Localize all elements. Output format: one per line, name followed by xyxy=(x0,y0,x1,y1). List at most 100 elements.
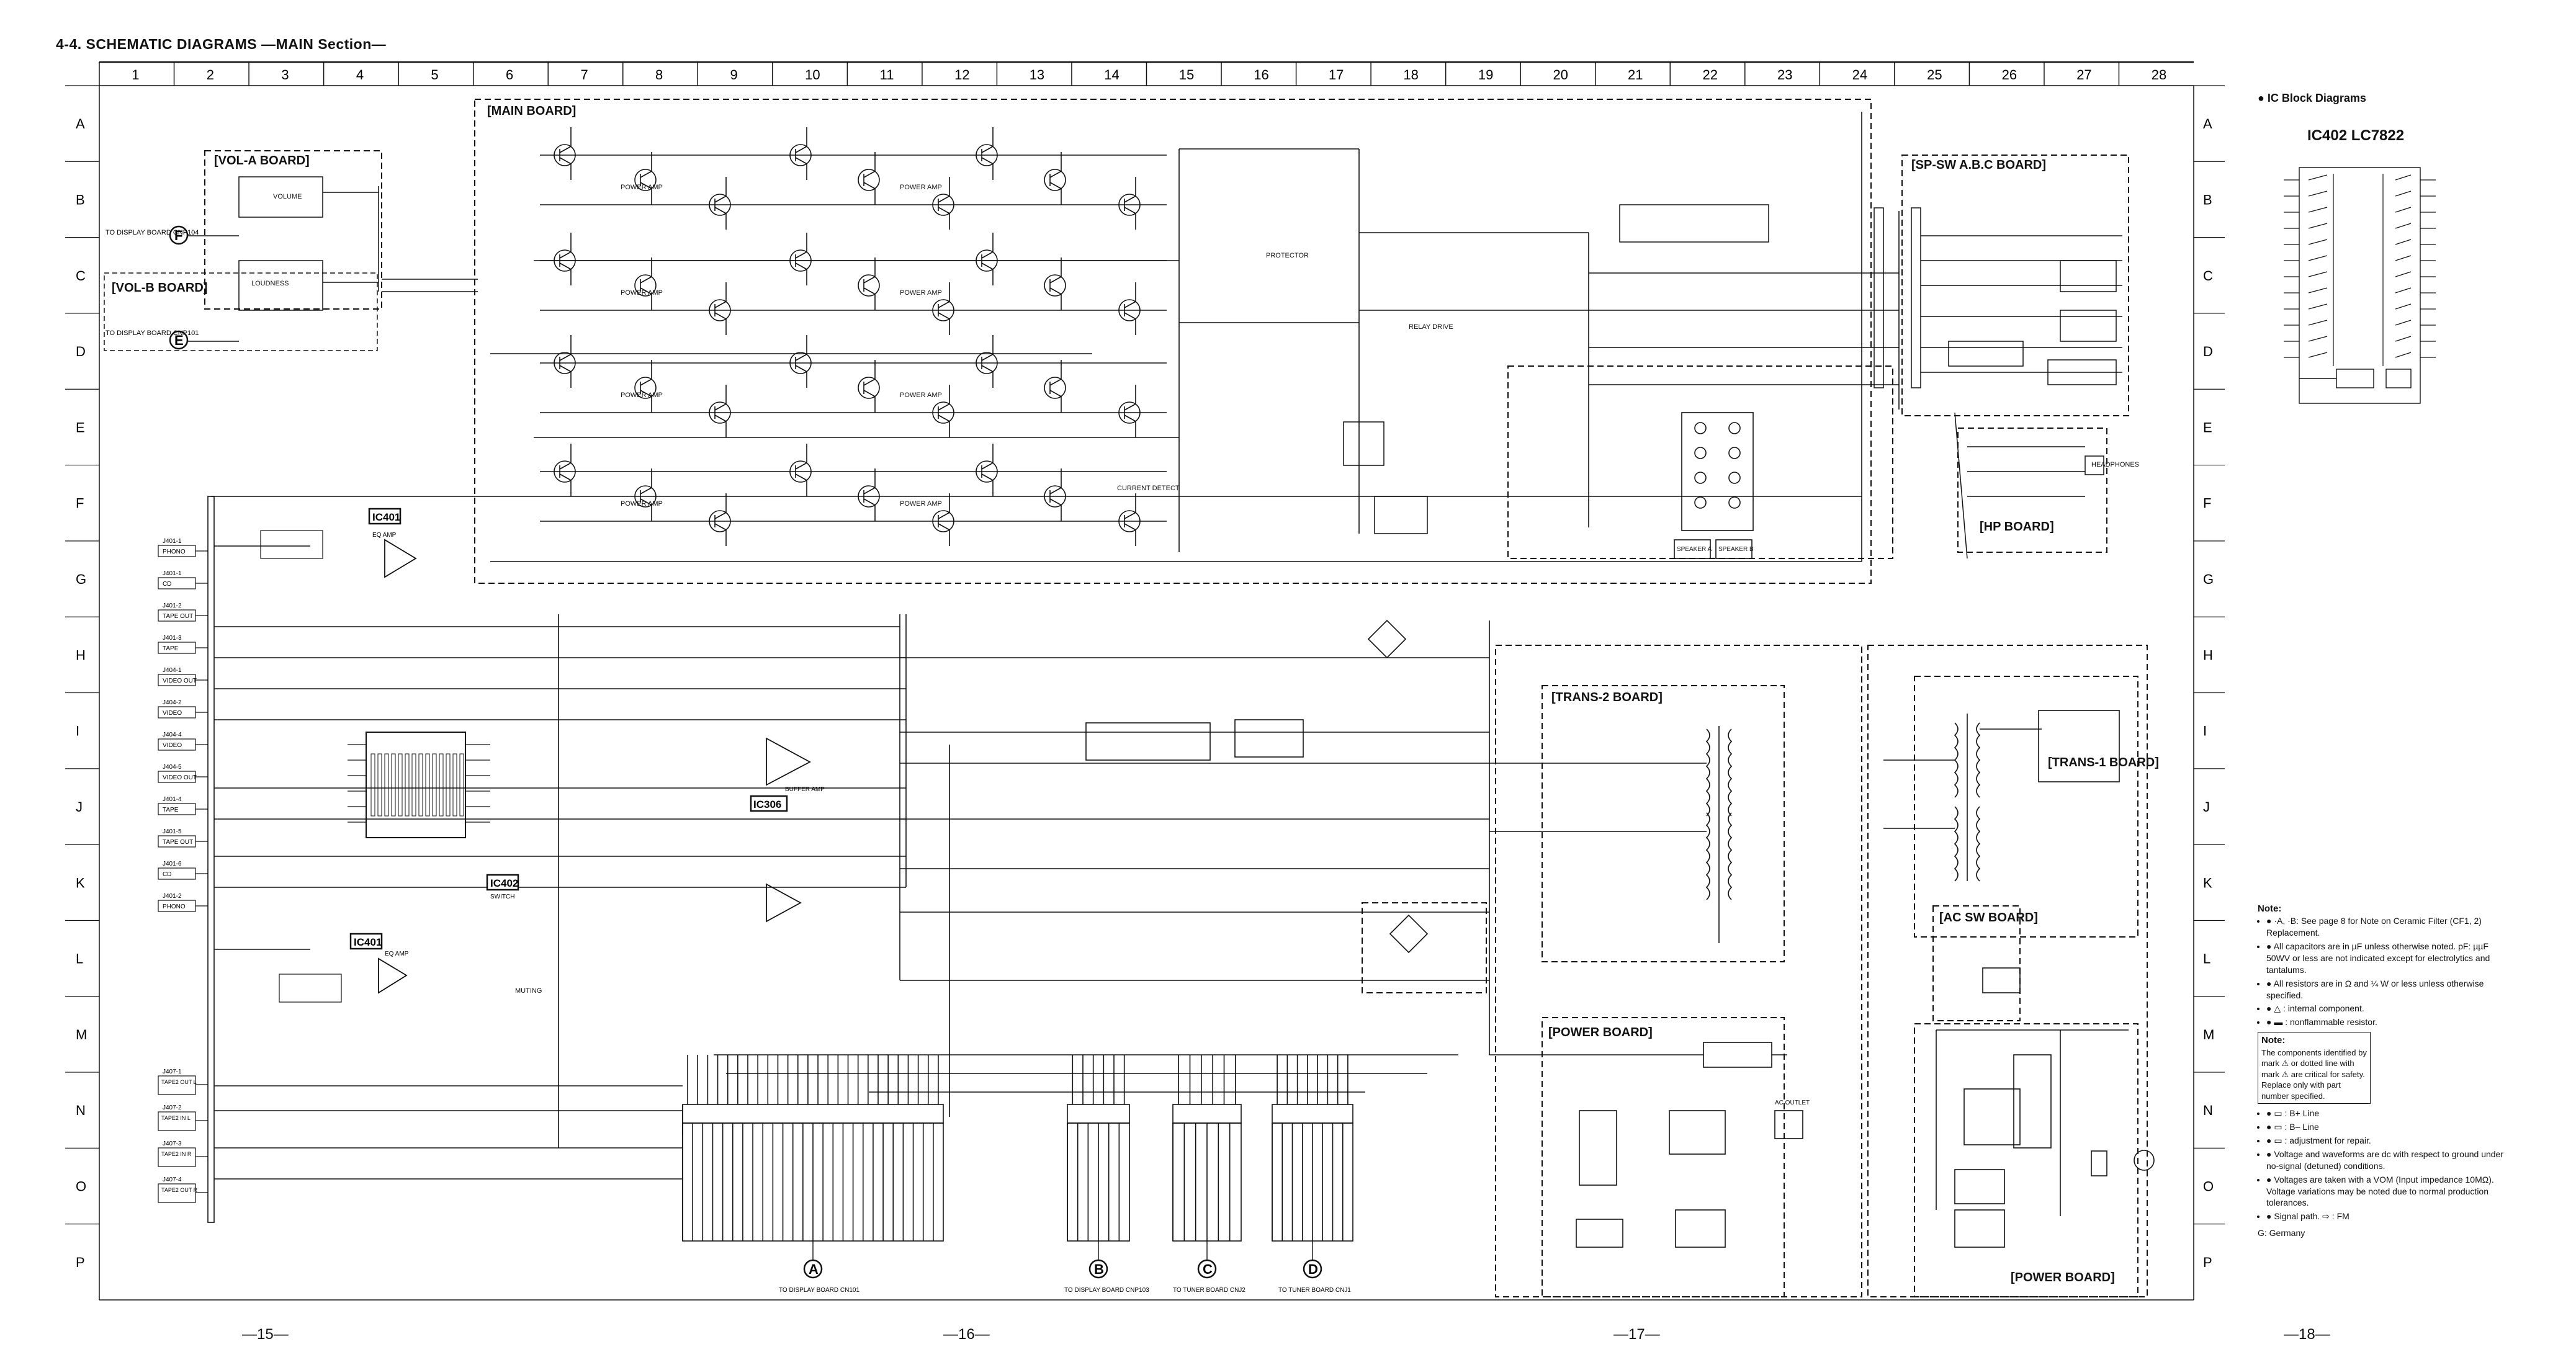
column-label: 24 xyxy=(1852,67,1867,83)
note-item: ● ▭ : B+ Line xyxy=(2266,1108,2512,1119)
power-board-wiring xyxy=(1564,967,2155,1248)
vol-area xyxy=(104,272,378,351)
column-label: 7 xyxy=(580,67,588,83)
power-left-board-label: [POWER BOARD] xyxy=(1548,1026,1653,1039)
vol-a-pot xyxy=(238,176,323,218)
jack-name: VIDEO xyxy=(163,742,182,749)
jack-ref: J401-3 xyxy=(163,635,182,642)
hp-board-outline xyxy=(1957,428,2107,553)
column-label: 20 xyxy=(1553,67,1568,83)
jack-ref: J404-4 xyxy=(163,732,182,738)
row-label-left: D xyxy=(76,344,86,359)
jack-ref: J407-4 xyxy=(163,1176,182,1183)
row-label-right: F xyxy=(2203,496,2211,511)
att-box xyxy=(1374,496,1428,534)
connector-destination: TO TUNER BOARD CNJ1 xyxy=(1278,1287,1351,1294)
power-right-board-label: [POWER BOARD] xyxy=(2011,1271,2115,1284)
speaker-a-label: SPEAKER A xyxy=(1677,546,1712,553)
note-item: ● Voltages are taken with a VOM (Input i… xyxy=(2266,1174,2512,1209)
row-label-left: I xyxy=(76,723,79,739)
row-label-left: B xyxy=(76,192,85,207)
eq-amp-bottom-label: EQ AMP xyxy=(385,951,409,957)
jack-name: TAPE2 IN R xyxy=(161,1151,192,1157)
connector-letter: A xyxy=(809,1261,819,1277)
jack-name: VIDEO OUT xyxy=(163,678,197,684)
connector-d: D TO TUNER BOARD CNJ1 xyxy=(1278,1241,1351,1294)
connector-letter: D xyxy=(1308,1261,1318,1277)
connector-c: CTO TUNER BOARD CNJ2 xyxy=(1173,1241,1245,1294)
transistor-symbol xyxy=(858,169,880,191)
column-label: 15 xyxy=(1179,67,1194,83)
row-label-right: G xyxy=(2203,571,2214,587)
connector-destination: TO DISPLAY BOARD CNP103 xyxy=(1064,1287,1149,1294)
power-amp-label: POWER AMP xyxy=(900,184,942,191)
trans1-board-outline xyxy=(1914,676,2138,938)
column-label: 14 xyxy=(1104,67,1119,83)
ic401-top-block: IC401 EQ AMP xyxy=(260,508,417,578)
row-label-right: O xyxy=(2203,1179,2214,1194)
transistor-symbol xyxy=(858,274,880,297)
ic401-bottom-block: IC401 EQ AMP xyxy=(279,933,409,1003)
transistor-symbol xyxy=(858,377,880,399)
row-label-left: G xyxy=(76,571,86,587)
vol-pot-label: VOLUME xyxy=(273,193,302,200)
column-label: 8 xyxy=(655,67,663,83)
ic-block-title: IC402 LC7822 xyxy=(2307,127,2405,144)
notes-panel: Note: ● ·A, ·B: See page 8 for Note on C… xyxy=(2258,903,2512,1239)
eq-amp-top-label: EQ AMP xyxy=(372,532,397,539)
column-label: 12 xyxy=(954,67,969,83)
transistor-symbol xyxy=(634,169,657,191)
jack-ref: J401-2 xyxy=(163,893,182,900)
safety-note-heading: Note: xyxy=(2261,1035,2286,1046)
row-label-left: J xyxy=(76,799,83,815)
connector-header xyxy=(1272,1104,1353,1124)
ic402-block: IC402 SWITCH xyxy=(348,732,519,900)
column-label: 2 xyxy=(207,67,214,83)
muting-label: MUTING xyxy=(515,987,542,995)
column-label: 13 xyxy=(1030,67,1044,83)
frame xyxy=(99,61,2194,1301)
bridge-area xyxy=(1362,902,1487,993)
transistor-symbol xyxy=(634,274,657,297)
transformer-t911 xyxy=(1883,710,2120,882)
ic402-func: SWITCH xyxy=(490,893,514,900)
connector-f: F TO DISPLAY BOARD CNP104 xyxy=(105,225,199,245)
jack-ref: J407-3 xyxy=(163,1140,182,1147)
supply-wiring xyxy=(899,614,1564,1117)
column-label: 16 xyxy=(1254,67,1268,83)
jack-ref: J404-5 xyxy=(163,764,182,771)
jack-name: TAPE OUT xyxy=(163,839,193,846)
column-label: 26 xyxy=(2002,67,2017,83)
transistor-symbol xyxy=(1044,274,1066,297)
row-label-left: C xyxy=(76,268,86,284)
column-label: 28 xyxy=(2152,67,2166,83)
connector-e: E TO DISPLAY BOARD CNP101 xyxy=(105,329,199,350)
column-label: 25 xyxy=(1927,67,1942,83)
row-label-left: O xyxy=(76,1179,86,1194)
jack-name: TAPE2 IN L xyxy=(161,1115,191,1121)
row-label-right: M xyxy=(2203,1027,2214,1042)
connector-b: BTO DISPLAY BOARD CNP103 xyxy=(1064,1241,1149,1294)
column-label: 19 xyxy=(1478,67,1493,83)
column-label: 5 xyxy=(431,67,438,83)
page-title: 4-4. SCHEMATIC DIAGRAMS —MAIN Section— xyxy=(56,36,387,52)
ac-sw-board-label: [AC SW BOARD] xyxy=(1939,911,2038,925)
jack-name: TAPE2 OUT R xyxy=(161,1187,198,1193)
row-label-left: E xyxy=(76,419,85,435)
speaker-terminal-block xyxy=(1674,412,1754,559)
hp-board-label: [HP BOARD] xyxy=(1980,520,2054,534)
connector-f-letter: F xyxy=(174,228,182,243)
trans1-board-label: [TRANS-1 BOARD] xyxy=(2048,756,2159,769)
row-label-right: E xyxy=(2203,419,2212,435)
connectors-bottom-wiring xyxy=(682,1054,1458,1135)
note-item: ● △ : internal component. xyxy=(2266,1003,2512,1014)
trans2-board-label: [TRANS-2 BOARD] xyxy=(1551,691,1663,704)
notes-list-2: ● ▭ : B+ Line ● ▭ : B– Line ● ▭ : adjust… xyxy=(2258,1108,2512,1222)
page-number-16: —16— xyxy=(943,1326,990,1343)
page-number-17: —17— xyxy=(1613,1326,1660,1343)
column-label: 10 xyxy=(805,67,820,83)
ic402-label: IC402 xyxy=(490,877,518,889)
